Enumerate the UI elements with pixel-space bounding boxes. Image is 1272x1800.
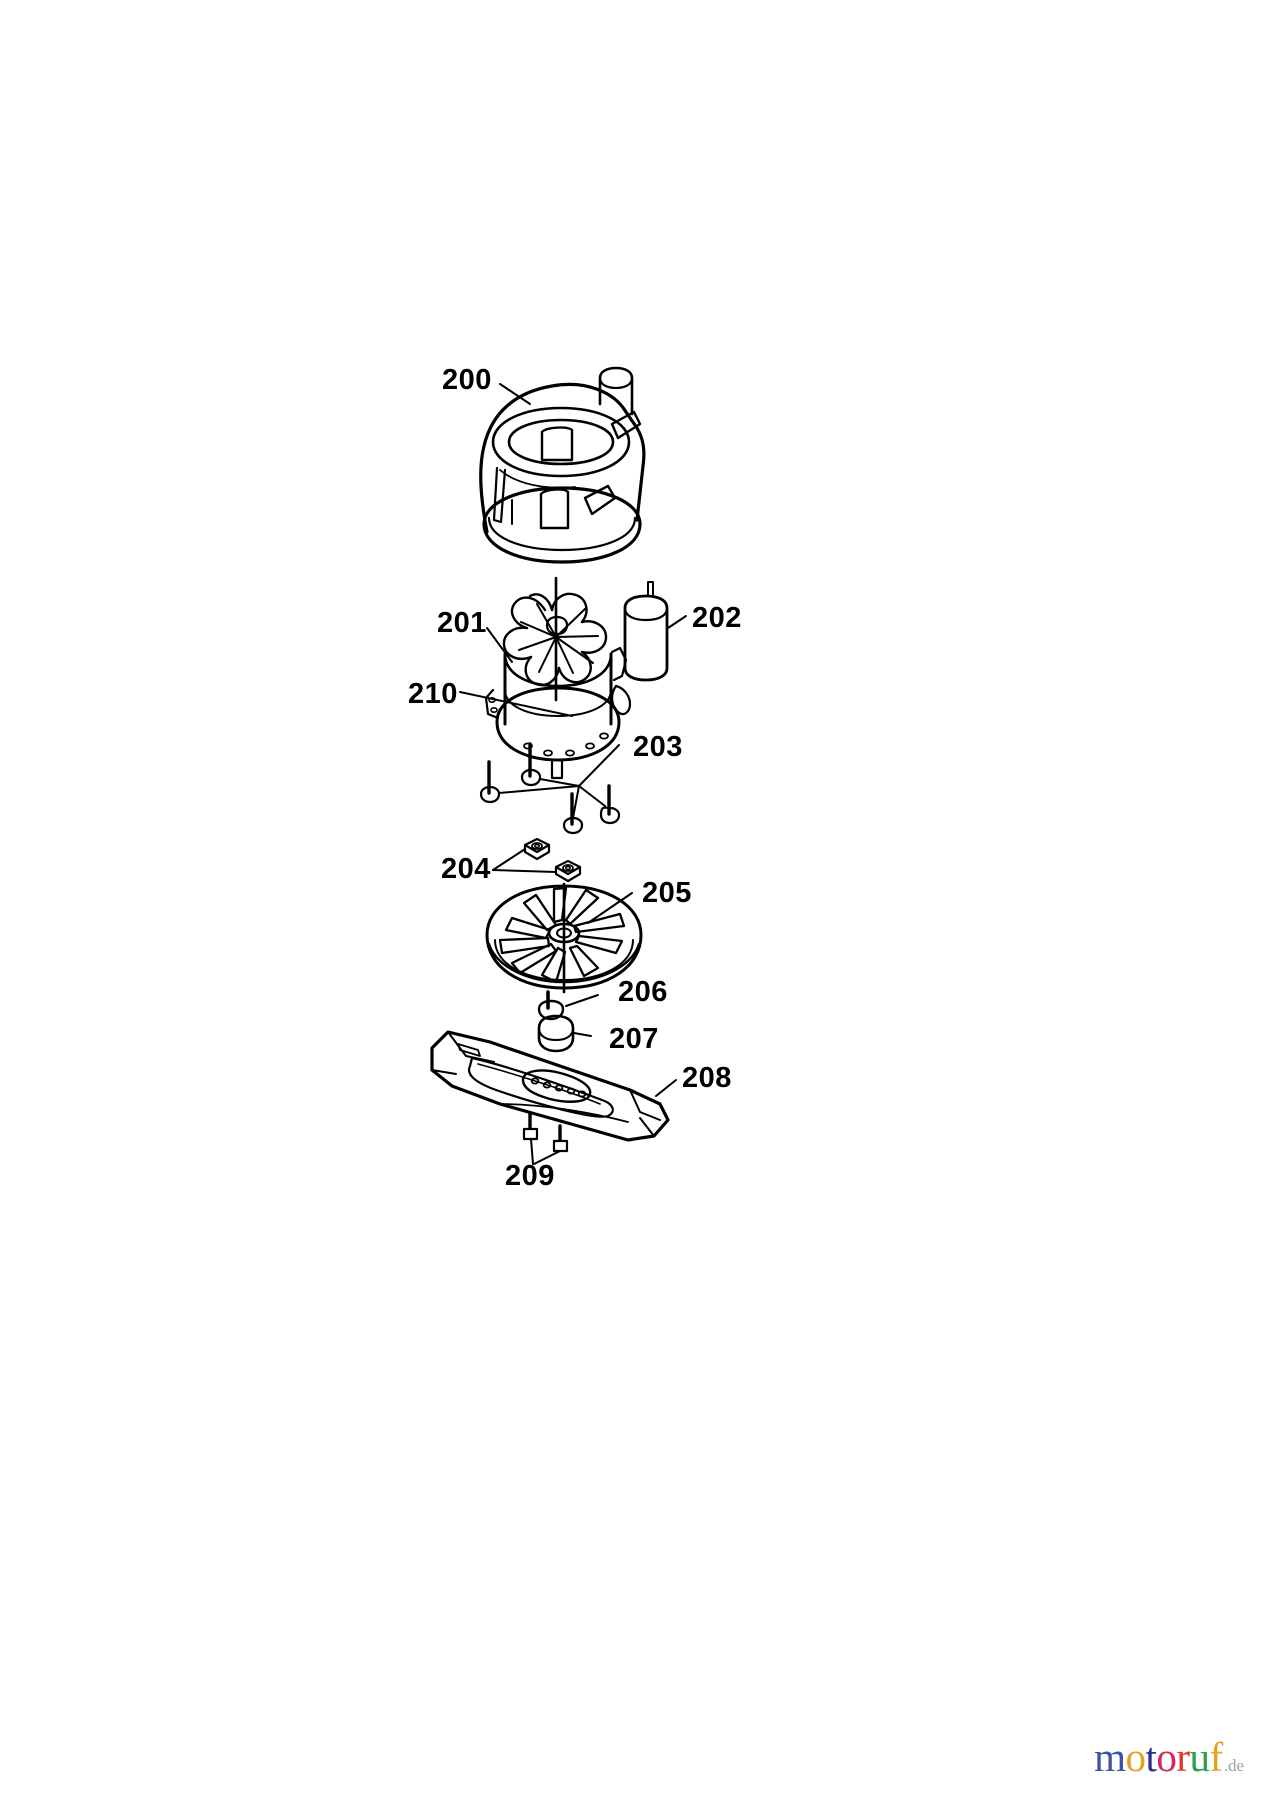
leader-203 — [498, 744, 620, 819]
leader-200 — [499, 383, 531, 405]
part-207-washer — [537, 1014, 575, 1053]
leader-210 — [459, 691, 573, 717]
logo-letter-o2: o — [1156, 1734, 1177, 1780]
leader-204 — [492, 848, 557, 873]
callout-204[interactable]: 204 — [441, 853, 491, 885]
part-204-nuts — [523, 837, 582, 883]
callout-210[interactable]: 210 — [408, 678, 458, 710]
leader-208 — [655, 1079, 677, 1097]
logo-suffix-de: .de — [1223, 1756, 1244, 1775]
leader-209 — [530, 1138, 561, 1165]
callout-200[interactable]: 200 — [442, 364, 492, 396]
logo-letter-o1: o — [1125, 1734, 1146, 1780]
logo-letter-f: f — [1209, 1734, 1224, 1780]
leader-205 — [587, 892, 633, 924]
leader-207 — [573, 1032, 592, 1037]
callout-206[interactable]: 206 — [618, 976, 668, 1008]
part-200-motor-housing — [479, 366, 646, 564]
part-203-screws — [479, 742, 621, 835]
logo-letter-u: u — [1189, 1734, 1211, 1780]
leader-206 — [565, 994, 599, 1007]
logo-letter-m: m — [1094, 1734, 1126, 1780]
part-208-blade — [430, 1030, 670, 1142]
callout-201[interactable]: 201 — [437, 607, 487, 639]
leader-201 — [486, 627, 513, 663]
callout-209[interactable]: 209 — [505, 1160, 555, 1192]
callout-205[interactable]: 205 — [642, 877, 692, 909]
part-202-capacitor — [623, 581, 669, 682]
part-205-fan — [485, 882, 643, 994]
callout-208[interactable]: 208 — [682, 1062, 732, 1094]
part-209-screws — [522, 1111, 569, 1153]
callout-207[interactable]: 207 — [609, 1023, 659, 1055]
leader-202 — [667, 615, 687, 629]
logo-letter-t: t — [1145, 1734, 1157, 1780]
logo-letter-r: r — [1176, 1734, 1190, 1780]
callout-202[interactable]: 202 — [692, 602, 742, 634]
part-201-motor — [484, 576, 632, 780]
callout-203[interactable]: 203 — [633, 731, 683, 763]
